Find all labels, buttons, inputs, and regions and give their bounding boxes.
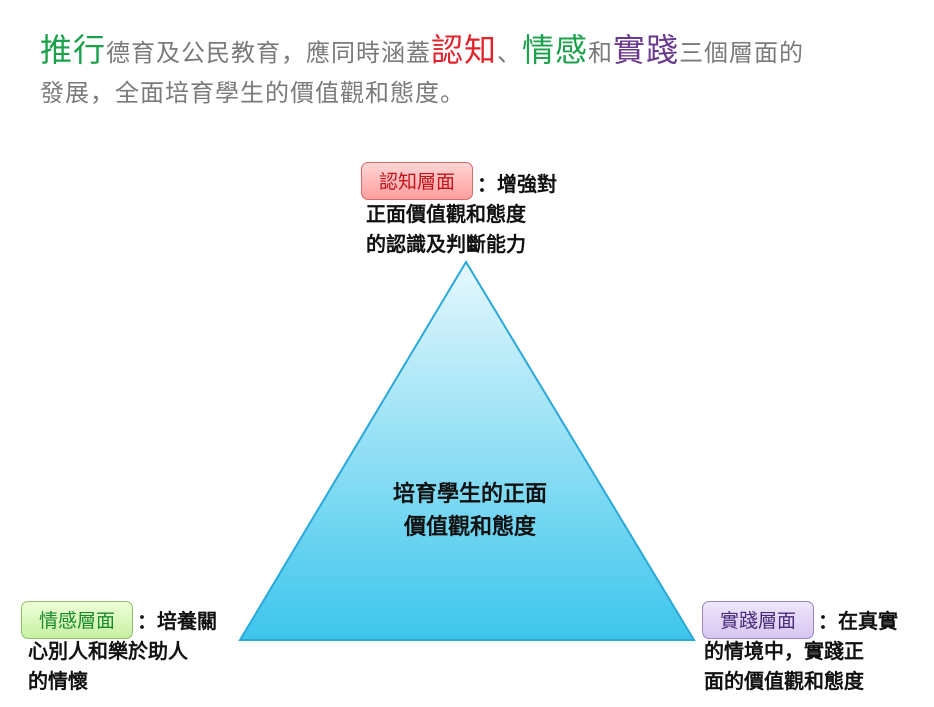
center-line-2: 價值觀和態度: [403, 515, 536, 540]
title-word-cognitive: 認知: [431, 31, 498, 69]
title-text-4: 三個層面的: [679, 39, 805, 67]
practice-desc-first: ：在真實: [818, 609, 898, 633]
page-title: 推行德育及公民教育，應同時涵蓋認知、情感和實踐三個層面的 發展，全面培育學生的價…: [40, 30, 900, 113]
practice-desc: 的情境中，實踐正 面的價值觀和態度: [704, 636, 914, 696]
practice-tag: 實踐層面: [702, 601, 814, 639]
practice-desc-line-3: 面的價值觀和態度: [704, 669, 864, 693]
affective-desc-line-2: 心別人和樂於助人: [28, 639, 188, 663]
affective-desc-first: ：培養關: [137, 609, 217, 633]
affective-desc-line-3: 的情懷: [28, 669, 88, 693]
triangle-shape: [238, 260, 696, 641]
title-word-promote: 推行: [40, 31, 107, 69]
title-line-2: 發展，全面培育學生的價值觀和態度。: [40, 79, 465, 107]
title-word-practice: 實踐: [613, 31, 680, 69]
cognitive-tag: 認知層面: [361, 162, 473, 200]
title-text-1: 德育及公民教育，應同時涵蓋: [106, 39, 432, 67]
title-text-3: 和: [588, 39, 614, 67]
affective-tag: 情感層面: [21, 601, 133, 639]
practice-desc-line-2: 的情境中，實踐正: [704, 639, 864, 663]
triangle-center-label: 培育學生的正面 價值觀和態度: [340, 478, 600, 544]
cognitive-desc-line-2: 正面價值觀和態度: [366, 202, 526, 226]
cognitive-desc-first: ：增強對: [477, 172, 557, 196]
affective-desc: 心別人和樂於助人 的情懷: [28, 636, 238, 696]
title-text-2: 、: [497, 39, 523, 67]
cognitive-desc-line-3: 的認識及判斷能力: [366, 232, 526, 256]
cognitive-desc: 正面價值觀和態度 的認識及判斷能力: [366, 199, 596, 259]
center-line-1: 培育學生的正面: [392, 482, 547, 507]
title-word-affective: 情感: [522, 31, 589, 69]
